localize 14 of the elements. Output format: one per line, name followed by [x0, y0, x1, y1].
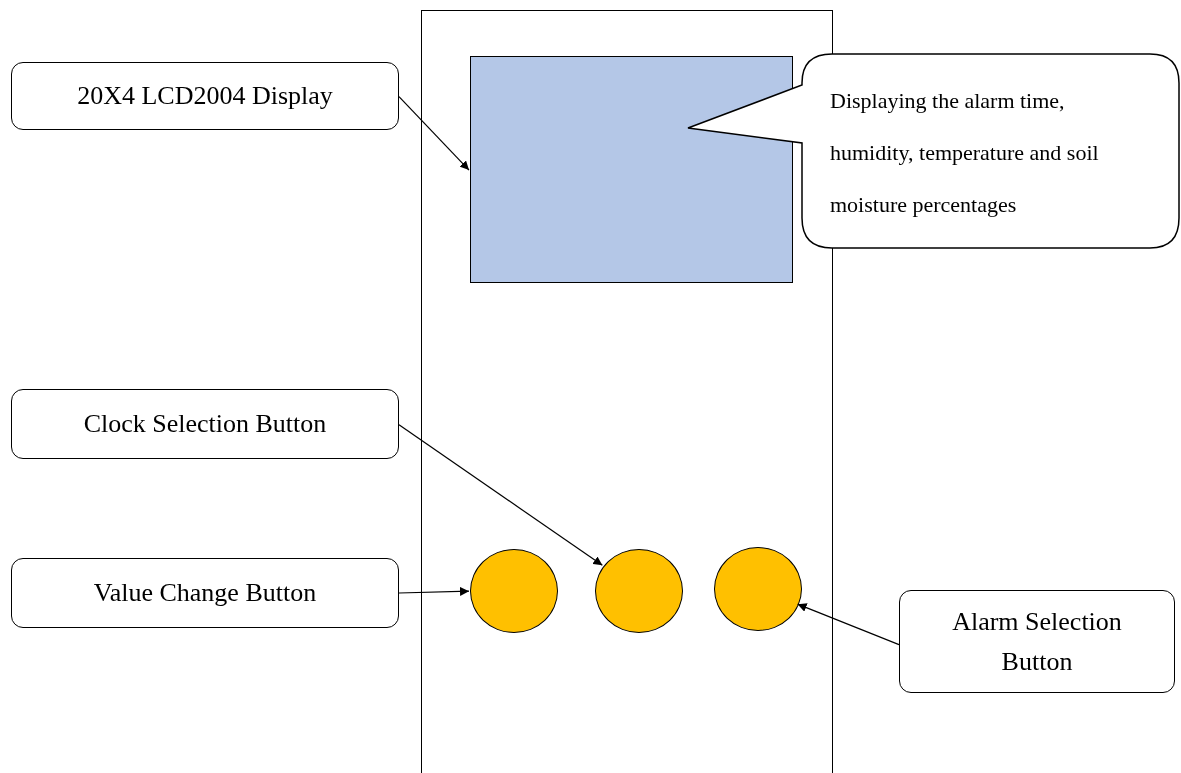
arrow	[797, 603, 900, 646]
label-text: Clock Selection Button	[83, 408, 327, 440]
lcd-screen	[470, 56, 793, 283]
label-box	[899, 590, 1175, 693]
label-box	[11, 62, 399, 130]
label-text: Alarm Selection Button	[951, 605, 1123, 678]
label-text: Value Change Button	[93, 577, 317, 609]
arrow	[398, 424, 603, 566]
arrow	[398, 96, 470, 171]
label-text: 20X4 LCD2004 Display	[77, 80, 333, 112]
arrow	[398, 586, 470, 596]
label-box	[11, 389, 399, 459]
callout-text: Displaying the alarm time, humidity, temperature and soil moisture percentages	[830, 87, 1100, 219]
label-box	[11, 558, 399, 628]
